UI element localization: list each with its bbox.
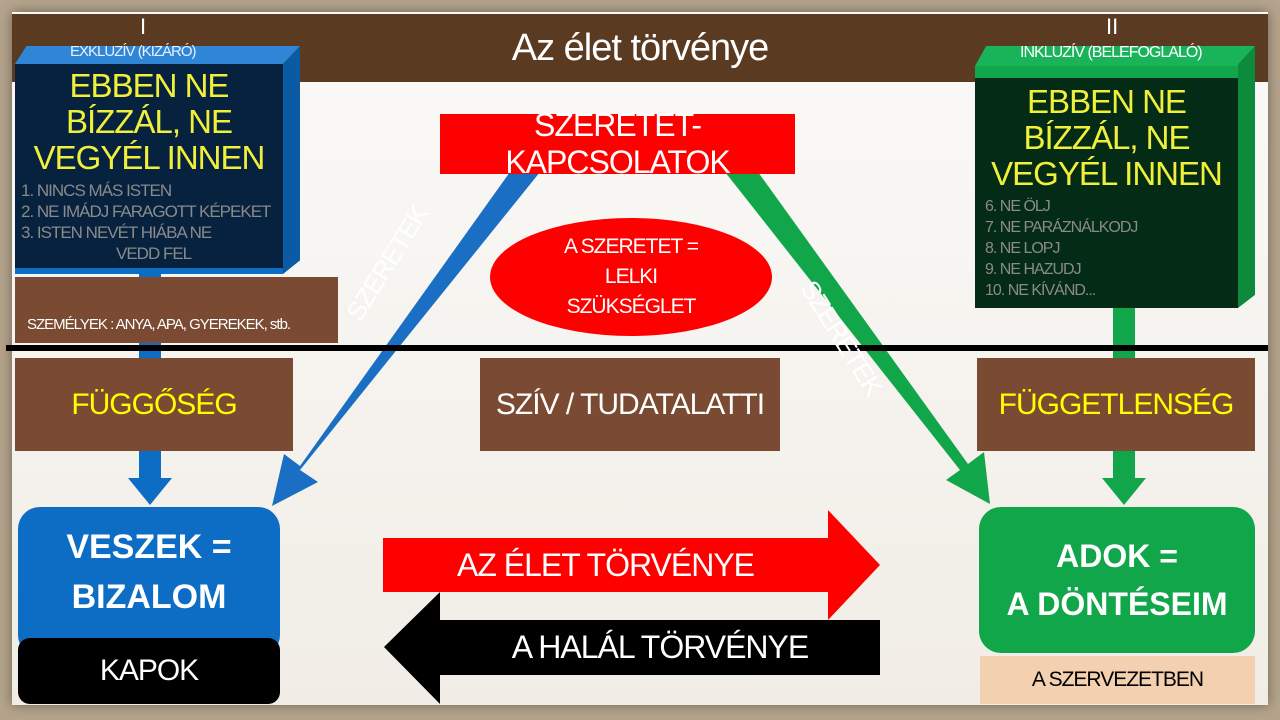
commandment-item: 2. NE IMÁDJ FARAGOTT KÉPEKET — [21, 202, 271, 221]
warning-line: EBBEN NE — [1027, 83, 1187, 120]
take-line: VESZEK = — [66, 528, 232, 566]
life-law-label: AZ ÉLET TÖRVÉNYE — [457, 546, 755, 583]
roman-numeral-one: I — [140, 14, 147, 39]
take-trust-box: VESZEK = BIZALOM — [18, 507, 280, 657]
receive-box: KAPOK — [18, 638, 280, 704]
persons-box: SZEMÉLYEK : ANYA, APA, GYEREKEK, stb. — [15, 277, 338, 343]
commandment-item: 7. NE PARÁZNÁLKODJ — [985, 219, 1138, 236]
exclusive-label: EXKLUZÍV (KIZÁRÓ) — [70, 43, 197, 60]
right-inclusive-box: EBBEN NE BÍZZÁL, NE VEGYÉL INNEN 6. NE Ö… — [975, 44, 1255, 308]
ellipse-line: LELKI — [604, 265, 658, 288]
death-law-arrow — [384, 592, 880, 704]
warning-line: EBBEN NE — [69, 67, 230, 104]
love-need-ellipse: A SZERETET = LELKI SZÜKSÉGLET — [490, 218, 772, 336]
commandment-item: 6. NE ÖLJ — [985, 198, 1051, 215]
warning-line: BÍZZÁL, NE — [1023, 119, 1190, 156]
ellipse-line: SZÜKSÉGLET — [566, 295, 697, 318]
commandment-item: 3. ISTEN NEVÉT HIÁBA NE — [21, 223, 212, 242]
decisions-line: A DÖNTÉSEIM — [1006, 586, 1228, 622]
slide-title: Az élet törvénye — [511, 26, 769, 69]
blue-diagonal-arrow — [272, 172, 540, 506]
warning-line: VEGYÉL INNEN — [991, 155, 1223, 192]
warning-line: BÍZZÁL, NE — [65, 103, 233, 140]
roman-numeral-two: II — [1106, 14, 1119, 39]
commandment-item: 8. NE LOPJ — [985, 240, 1060, 257]
love-relations-box: SZERETET-KAPCSOLATOK — [440, 107, 795, 180]
give-line: ADOK = — [1056, 538, 1178, 574]
left-down-arrow — [128, 478, 172, 505]
death-law-label: A HALÁL TÖRVÉNYE — [511, 629, 809, 665]
green-diagonal-arrow — [725, 172, 990, 504]
organization-box: A SZERVEZETBEN — [980, 656, 1255, 704]
commandment-item: VEDD FEL — [116, 244, 192, 263]
right-down-arrow — [1102, 478, 1146, 505]
dependence-box: FÜGGŐSÉG — [15, 358, 293, 451]
life-law-arrow — [383, 510, 880, 620]
persons-label: SZEMÉLYEK : ANYA, APA, GYEREKEK, stb. — [27, 316, 291, 333]
independence-box: FÜGGETLENSÉG — [977, 358, 1255, 451]
warning-line: VEGYÉL INNEN — [33, 139, 266, 176]
heart-subconscious-box: SZÍV / TUDATALATTI — [480, 358, 780, 451]
divider-line — [6, 345, 1268, 351]
inclusive-label: INKLUZÍV (BELEFOGLALÓ) — [1020, 44, 1203, 61]
commandment-item: 10. NE KÍVÁND... — [985, 282, 1096, 299]
commandment-item: 1. NINCS MÁS ISTEN — [21, 181, 172, 200]
give-decisions-box: ADOK = A DÖNTÉSEIM — [979, 507, 1255, 653]
commandment-item: 9. NE HAZUDJ — [985, 261, 1082, 278]
trust-line: BIZALOM — [71, 578, 227, 616]
ellipse-line: A SZERETET = — [563, 235, 699, 258]
left-exclusive-box: EBBEN NE BÍZZÁL, NE VEGYÉL INNEN 1. NINC… — [15, 43, 300, 274]
